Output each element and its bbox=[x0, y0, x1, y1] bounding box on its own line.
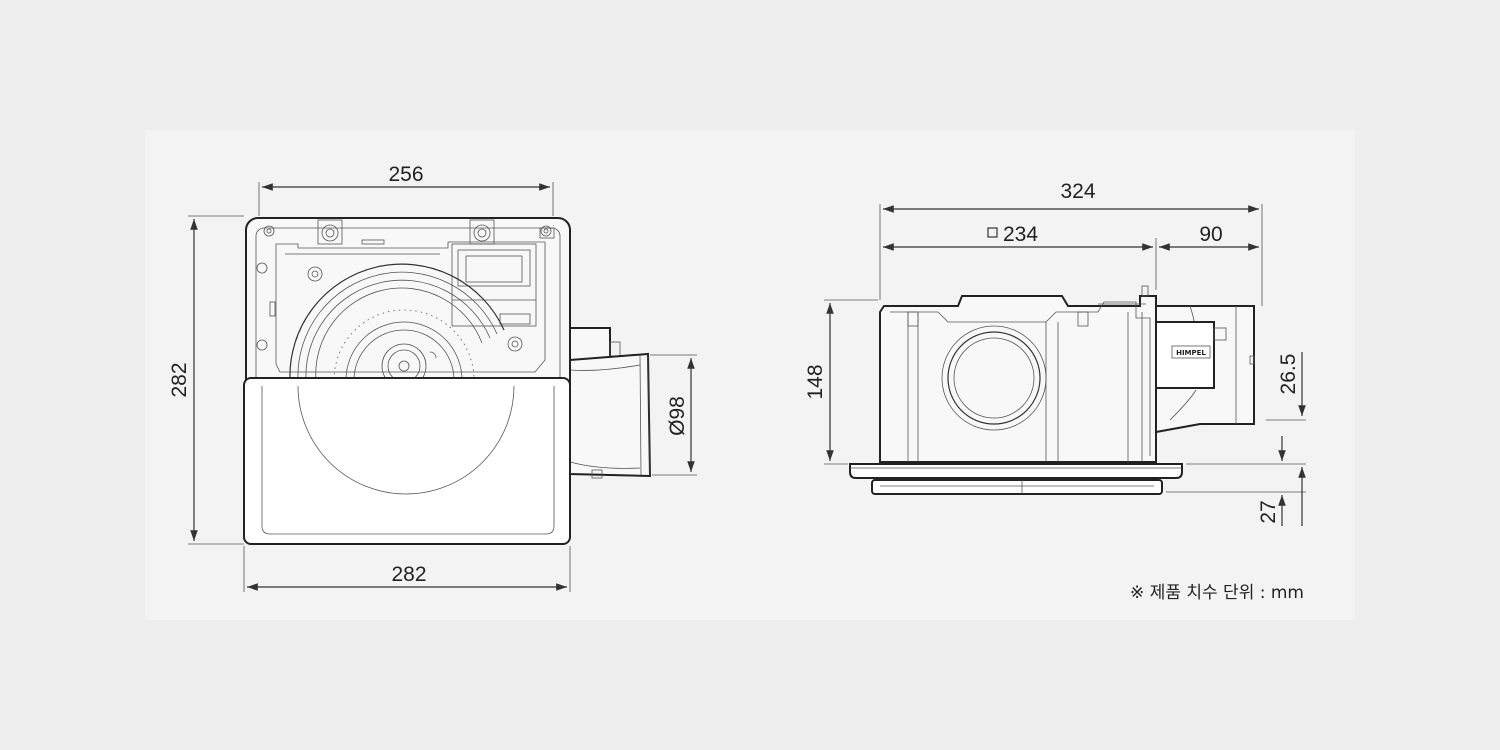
front-top-width-label: 256 bbox=[388, 163, 423, 186]
side-height-label: 148 bbox=[804, 364, 827, 399]
body-length-label: 234 bbox=[1003, 223, 1038, 246]
square-symbol-icon bbox=[987, 227, 998, 238]
side-duct: HIMPEL bbox=[1155, 305, 1255, 434]
total-length-label: 324 bbox=[1060, 180, 1095, 203]
side-housing bbox=[879, 295, 1157, 463]
side-grille bbox=[849, 463, 1183, 495]
duct-length-label: 90 bbox=[1199, 223, 1222, 246]
front-bottom-width-label: 282 bbox=[391, 563, 426, 586]
brand-label: HIMPEL bbox=[1176, 349, 1206, 357]
duct-diameter-label: Ø98 bbox=[666, 396, 689, 436]
front-dimensions: 256 282 282 Ø98 bbox=[168, 163, 697, 592]
front-view bbox=[243, 217, 652, 545]
unit-note: ※ 제품 치수 단위 : mm bbox=[1130, 583, 1304, 603]
grille-thickness-label: 27 bbox=[1257, 500, 1280, 523]
side-view: HIMPEL bbox=[849, 285, 1255, 495]
front-height-label: 282 bbox=[168, 362, 191, 397]
front-grille bbox=[243, 377, 571, 545]
side-dimensions: 324 234 90 148 26.5 27 bbox=[804, 180, 1306, 526]
duct-offset-label: 26.5 bbox=[1277, 354, 1300, 395]
side-port bbox=[941, 325, 1047, 431]
front-screws bbox=[256, 219, 555, 352]
